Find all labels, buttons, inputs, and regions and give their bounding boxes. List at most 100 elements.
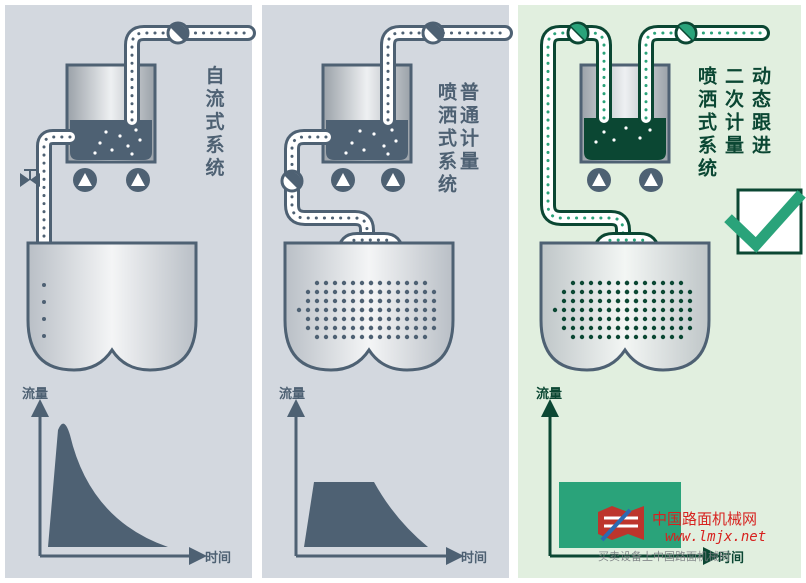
- spray-dot: [350, 307, 356, 313]
- spray-dot: [615, 280, 621, 286]
- spray-dot: [323, 280, 329, 286]
- spray-dot: [687, 307, 693, 313]
- spray-dot: [579, 280, 585, 286]
- spray-dot: [669, 316, 675, 322]
- flow-chart: 流量 时间: [279, 386, 487, 566]
- spray-dot: [332, 307, 338, 313]
- title-char: 自: [205, 64, 224, 87]
- spray-dot: [377, 325, 383, 331]
- spray-dot: [422, 307, 428, 313]
- spray-dot: [651, 307, 657, 313]
- discharge-valve-icon: [280, 169, 304, 193]
- spray-dot: [651, 280, 657, 286]
- spray-dot: [624, 298, 630, 304]
- spray-dot: [359, 289, 365, 295]
- spray-dot: [561, 307, 567, 313]
- spray-dot: [570, 334, 576, 340]
- system-title: 普通计量 喷洒式系统: [435, 81, 479, 197]
- spray-dot: [669, 307, 675, 313]
- spray-dot: [395, 334, 401, 340]
- flow-axis-label: 流量: [279, 386, 305, 402]
- spray-dot: [341, 280, 347, 286]
- spray-dot: [624, 307, 630, 313]
- spray-dot: [404, 325, 410, 331]
- spray-dot: [642, 298, 648, 304]
- spray-dot: [660, 316, 666, 322]
- time-axis-label: 时间: [205, 550, 231, 566]
- spray-dot: [386, 334, 392, 340]
- spray-dot: [570, 298, 576, 304]
- spray-dot: [323, 316, 329, 322]
- spray-dot: [332, 289, 338, 295]
- spray-dot: [561, 316, 567, 322]
- spray-dot: [359, 298, 365, 304]
- title-char: 流: [205, 87, 224, 110]
- watermark: 中国路面机械网 www.lmjx.net 买卖设备上中国路面机械网: [598, 506, 766, 563]
- spray-dot: [624, 316, 630, 322]
- title-column: 喷洒式系统: [695, 66, 717, 181]
- spray-dot: [332, 325, 338, 331]
- spray-dot: [395, 316, 401, 322]
- spray-dot: [660, 334, 666, 340]
- spray-dot: [579, 289, 585, 295]
- spray-dot: [341, 298, 347, 304]
- spray-dot: [413, 334, 419, 340]
- spray-dot: [404, 280, 410, 286]
- spray-dot: [660, 280, 666, 286]
- spray-dot: [570, 316, 576, 322]
- spray-dot: [597, 280, 603, 286]
- spray-dot: [651, 316, 657, 322]
- spray-dot: [651, 289, 657, 295]
- watermark-logo-icon: [598, 506, 644, 542]
- spray-dot: [570, 307, 576, 313]
- tank-liquid: [326, 120, 408, 160]
- spray-dot: [305, 316, 311, 322]
- spray-dot: [606, 280, 612, 286]
- spray-dot: [633, 298, 639, 304]
- spray-dot: [588, 289, 594, 295]
- spray-dot: [422, 334, 428, 340]
- spray-dot: [687, 298, 693, 304]
- tank-liquid: [584, 118, 666, 160]
- spray-dot: [624, 334, 630, 340]
- spray-dot: [606, 325, 612, 331]
- spray-dot: [660, 289, 666, 295]
- spray-dot: [350, 280, 356, 286]
- spray-dot: [341, 289, 347, 295]
- spray-dot: [579, 316, 585, 322]
- spray-dot: [413, 316, 419, 322]
- inlet-valve-icon: [674, 21, 698, 45]
- spray-dot: [642, 325, 648, 331]
- spray-dot: [377, 316, 383, 322]
- load-cell-icon: [126, 168, 150, 192]
- spray-dot: [570, 280, 576, 286]
- spray-dot: [669, 325, 675, 331]
- flow-curve: [304, 482, 428, 547]
- spray-dot: [606, 289, 612, 295]
- spray-dot: [377, 334, 383, 340]
- liquid-bubbles: [344, 128, 398, 156]
- spray-dot: [341, 316, 347, 322]
- spray-dot: [606, 334, 612, 340]
- spray-dot: [687, 325, 693, 331]
- spray-dot: [422, 280, 428, 286]
- spray-dot: [332, 280, 338, 286]
- dosing-valve-icon: [566, 21, 590, 45]
- spray-dot: [323, 289, 329, 295]
- watermark-title: 中国路面机械网: [652, 510, 757, 528]
- spray-dot: [359, 334, 365, 340]
- spray-dot: [651, 334, 657, 340]
- spray-dot: [395, 325, 401, 331]
- spray-dot: [404, 307, 410, 313]
- spray-dot: [431, 325, 437, 331]
- load-cell-icon: [639, 168, 663, 192]
- spray-dot: [314, 280, 320, 286]
- spray-dot: [359, 316, 365, 322]
- spray-dot: [579, 334, 585, 340]
- spray-dot: [678, 280, 684, 286]
- spray-dot: [588, 316, 594, 322]
- title-column: 动态跟进: [749, 66, 771, 158]
- spray-dot: [669, 289, 675, 295]
- spray-dot: [368, 325, 374, 331]
- spray-dot: [642, 280, 648, 286]
